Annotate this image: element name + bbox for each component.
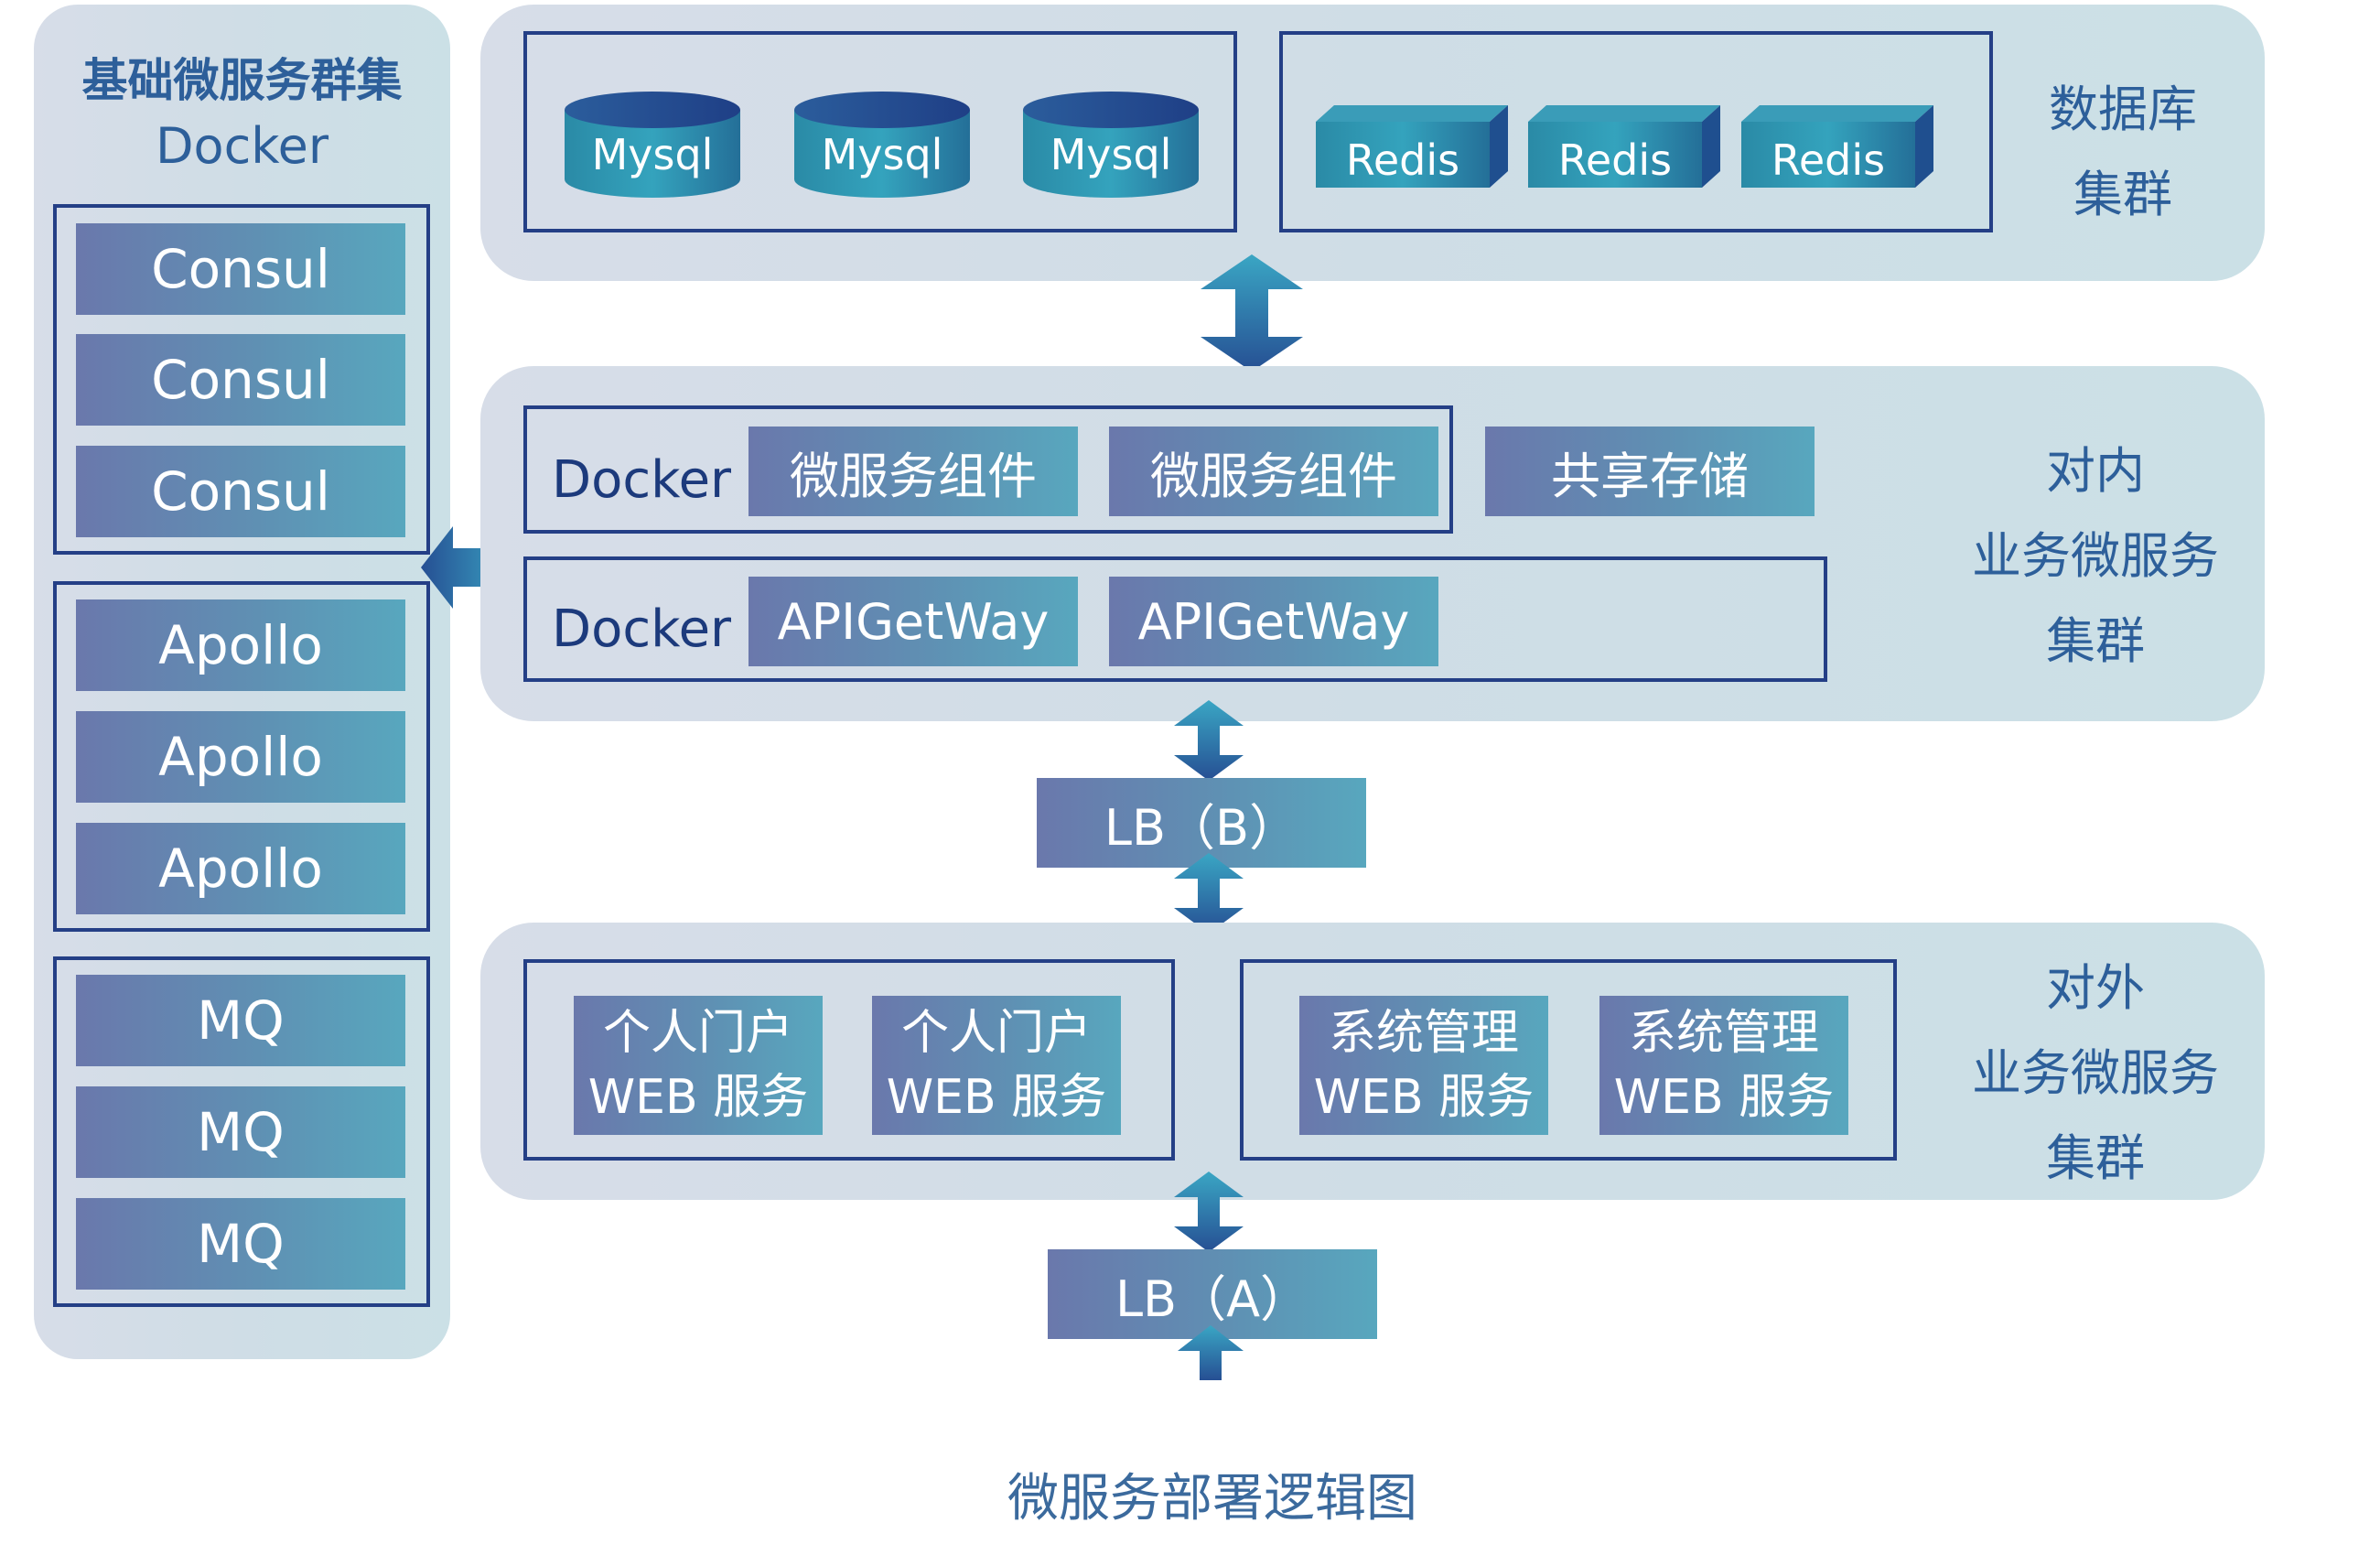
portal-line2: WEB 服务 [587, 1070, 809, 1125]
lbb-external-double-arrow [1174, 853, 1244, 934]
microservice-component: 微服务组件 [748, 427, 1078, 516]
mq-node: MQ [76, 1198, 405, 1290]
apollo-node: Apollo [76, 823, 405, 914]
db-internal-double-arrow [1201, 254, 1303, 372]
docker-label: Docker [552, 599, 732, 659]
load-balancer-a: LB（A） [1048, 1249, 1377, 1339]
external-lba-double-arrow [1174, 1172, 1244, 1252]
api-gateway: APIGetWay [748, 577, 1078, 666]
system-management-web: 系统管理 WEB 服务 [1599, 996, 1848, 1135]
load-balancer-b: LB（B） [1037, 778, 1366, 868]
portal-line2: WEB 服务 [886, 1070, 1107, 1125]
apollo-group [53, 581, 430, 932]
microservice-component: 微服务组件 [1109, 427, 1438, 516]
sysmgmt-line1: 系统管理 [1628, 1006, 1819, 1061]
redis-block-icon [1741, 105, 1933, 188]
redis-label: Redis [1771, 135, 1886, 185]
inbound-up-arrow [1178, 1325, 1244, 1380]
internal-cluster-label-3: 集群 [2046, 612, 2145, 670]
portal-group [523, 959, 1175, 1161]
mysql-group [523, 31, 1237, 232]
redis-label: Redis [1345, 135, 1460, 185]
mq-group [53, 956, 430, 1307]
apollo-node: Apollo [76, 599, 405, 691]
mysql-cylinder-icon [1023, 92, 1199, 198]
personal-portal-web: 个人门户 WEB 服务 [574, 996, 823, 1135]
mysql-label: Mysql [591, 130, 714, 179]
sysmgmt-line2: WEB 服务 [1613, 1070, 1835, 1125]
left-cluster-subtitle: Docker [155, 117, 329, 175]
portal-line1: 个人门户 [602, 1006, 793, 1061]
consul-node: Consul [76, 223, 405, 315]
docker-row-1 [523, 405, 1453, 534]
sysmgmt-line2: WEB 服务 [1313, 1070, 1535, 1125]
external-cluster-label: 对外 [2046, 959, 2145, 1017]
mq-node: MQ [76, 1086, 405, 1178]
internal-cluster-label-2: 业务微服务 [1972, 527, 2219, 585]
mq-node: MQ [76, 975, 405, 1066]
api-gateway: APIGetWay [1109, 577, 1438, 666]
redis-group [1279, 31, 1993, 232]
left-cluster-title: 基础微服务群集 [81, 54, 403, 107]
redis-block-icon [1528, 105, 1720, 188]
internal-cluster-label: 对内 [2046, 442, 2145, 500]
internal-lbb-double-arrow [1174, 700, 1244, 781]
db-cluster-label-2: 集群 [2073, 166, 2172, 223]
sysmgmt-group [1240, 959, 1897, 1161]
shared-storage: 共享存储 [1485, 427, 1815, 516]
apollo-node: Apollo [76, 711, 405, 803]
external-cluster-label-3: 集群 [2046, 1129, 2145, 1187]
diagram-caption: 微服务部署逻辑图 [1007, 1469, 1417, 1528]
personal-portal-web: 个人门户 WEB 服务 [872, 996, 1121, 1135]
mysql-label: Mysql [1050, 130, 1172, 179]
mysql-cylinder-icon [794, 92, 970, 198]
sysmgmt-line1: 系统管理 [1328, 1006, 1519, 1061]
docker-row-2 [523, 556, 1827, 682]
consul-group [53, 204, 430, 555]
docker-label: Docker [552, 450, 732, 510]
consul-node: Consul [76, 446, 405, 537]
redis-block-icon [1316, 105, 1508, 188]
external-cluster-label-2: 业务微服务 [1972, 1044, 2219, 1102]
mysql-label: Mysql [821, 130, 943, 179]
mysql-cylinder-icon [565, 92, 740, 198]
db-cluster-label: 数据库 [2049, 81, 2197, 138]
system-management-web: 系统管理 WEB 服务 [1299, 996, 1548, 1135]
redis-label: Redis [1557, 135, 1673, 185]
portal-line1: 个人门户 [900, 1006, 1092, 1061]
consul-node: Consul [76, 334, 405, 426]
